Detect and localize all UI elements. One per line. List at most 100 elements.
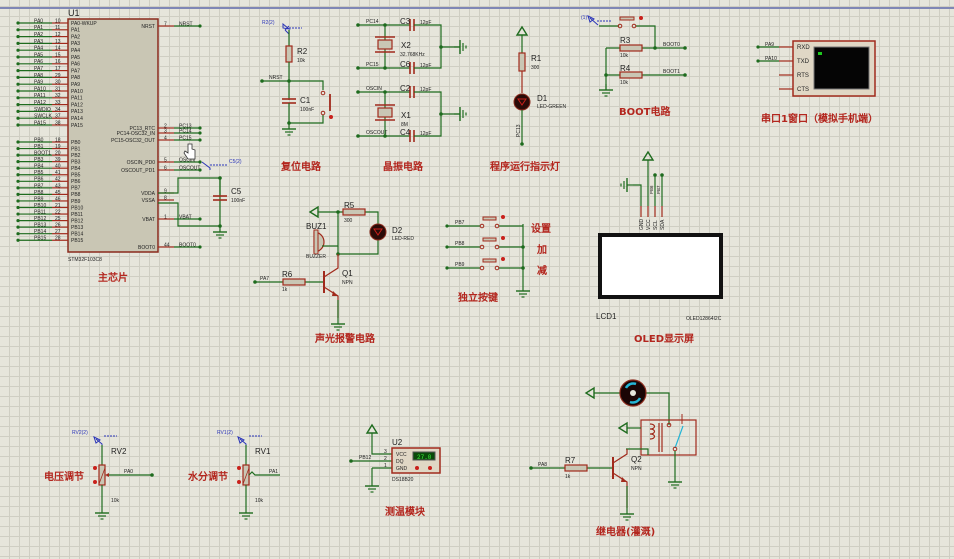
pin-terminal[interactable] bbox=[16, 109, 20, 113]
boot-circuit[interactable]: (1) R3 10k BOOT0 R4 10k BOOT1 BOOT电路 bbox=[581, 15, 687, 118]
pin-terminal[interactable] bbox=[16, 166, 20, 170]
r5-ref: R5 bbox=[344, 201, 355, 210]
pin-net-label: SWDIO bbox=[34, 107, 51, 113]
pin-terminal[interactable] bbox=[16, 179, 20, 183]
pin-terminal[interactable] bbox=[198, 138, 202, 142]
pin-terminal[interactable] bbox=[198, 168, 202, 172]
pin-terminal[interactable] bbox=[198, 131, 202, 135]
pin-terminal[interactable] bbox=[16, 75, 20, 79]
pin-terminal[interactable] bbox=[16, 41, 20, 46]
pin-number: 17 bbox=[55, 66, 61, 72]
pin-terminal[interactable] bbox=[16, 140, 20, 144]
alarm-circuit[interactable]: R5 300 D2 LED-RED BUZ1 BUZZER PA7 R6 1k … bbox=[253, 201, 414, 345]
pin-terminal[interactable] bbox=[16, 21, 20, 25]
pin-terminal[interactable] bbox=[16, 82, 20, 86]
mcu-title: 主芯片 bbox=[98, 271, 128, 284]
pin-terminal[interactable] bbox=[16, 238, 20, 242]
d1-ref: D1 bbox=[537, 94, 548, 103]
run-indicator-led[interactable]: R1 300 D1 LED-GREEN PC13 程序运行指示灯 bbox=[490, 26, 567, 173]
pin-terminal[interactable] bbox=[16, 186, 20, 190]
pin-terminal[interactable] bbox=[16, 69, 20, 73]
pin-terminal[interactable] bbox=[16, 123, 20, 127]
c2-ref: C2 bbox=[400, 84, 411, 93]
pin-terminal[interactable] bbox=[198, 245, 202, 249]
voltage-pot-rv2[interactable]: RV2(2) PA0 RV2 10k 电压调节 bbox=[44, 430, 154, 520]
pin-net-label: PB11 bbox=[34, 209, 46, 215]
rv2-value: 10k bbox=[111, 498, 120, 504]
pin-name: PB5 bbox=[71, 173, 81, 179]
pin-terminal[interactable] bbox=[198, 217, 202, 221]
pin-terminal[interactable] bbox=[16, 96, 20, 100]
pin-terminal[interactable] bbox=[16, 62, 20, 66]
pin-terminal[interactable] bbox=[16, 146, 20, 151]
key-terminal[interactable] bbox=[445, 245, 449, 249]
pin-net-label: PA7 bbox=[34, 66, 43, 72]
uart-terminal[interactable] bbox=[756, 45, 760, 49]
pin-terminal[interactable] bbox=[16, 89, 20, 93]
pin-number: 16 bbox=[55, 59, 61, 65]
pin-terminal[interactable] bbox=[16, 160, 20, 164]
oled-pin-scl: SCL bbox=[653, 220, 659, 230]
pin-terminal[interactable] bbox=[16, 55, 20, 59]
pin-terminal[interactable] bbox=[16, 205, 20, 210]
x2-net-b: PC15 bbox=[366, 62, 379, 68]
pin-net-label: PA11 bbox=[34, 93, 46, 99]
pin-terminal[interactable] bbox=[16, 116, 20, 120]
pin-net-label: PB3 bbox=[34, 157, 44, 163]
pin-terminal[interactable] bbox=[16, 103, 20, 107]
pin-terminal[interactable] bbox=[198, 160, 202, 164]
x2-value: 32.768KHz bbox=[400, 52, 425, 58]
u2-pin-dq: DQ bbox=[396, 459, 404, 465]
r2-ref: R2 bbox=[297, 47, 308, 56]
pin-number: 40 bbox=[55, 164, 61, 170]
key-terminal[interactable] bbox=[445, 266, 449, 270]
pin-terminal[interactable] bbox=[16, 28, 20, 32]
capacitor-c5[interactable]: C5 100nF C5(2) bbox=[158, 159, 245, 239]
rv1-net: PA1 bbox=[269, 469, 278, 475]
pin-terminal[interactable] bbox=[16, 192, 20, 196]
pin-terminal[interactable] bbox=[16, 199, 20, 203]
pin-terminal[interactable] bbox=[16, 153, 20, 157]
uart-pin-name: CTS bbox=[797, 87, 809, 93]
boot1-net: BOOT1 bbox=[663, 69, 680, 75]
pin-number: 32 bbox=[55, 93, 61, 99]
relay-circuit[interactable]: PA8 R7 1k Q2 NPN 继电器(灌溉) bbox=[529, 379, 697, 538]
moisture-pot-rv1[interactable]: RV1(2) PA1 RV1 10k 水分调节 bbox=[187, 430, 280, 520]
oled-display[interactable]: PB6 PB7 GND VCC SCL SDA LCD1 OLED12864I2… bbox=[596, 151, 723, 345]
pin-terminal[interactable] bbox=[16, 48, 20, 52]
pin-terminal[interactable] bbox=[16, 219, 20, 223]
pin-net-label: PA0 bbox=[34, 18, 43, 24]
crystal-circuit[interactable]: PC14 PC15 X2 32.768KHz C3 12pF C6 12pF O… bbox=[356, 17, 467, 173]
pin-number: 12 bbox=[55, 32, 61, 38]
pin-name: PA8 bbox=[71, 75, 80, 81]
uart-net: PA9 bbox=[765, 42, 774, 48]
pin-terminal[interactable] bbox=[16, 212, 20, 216]
pin-number: 41 bbox=[55, 170, 61, 176]
pin-terminal[interactable] bbox=[198, 24, 202, 28]
pin-terminal[interactable] bbox=[16, 232, 20, 236]
pin-name: VSSA bbox=[142, 198, 156, 204]
temp-sensor-u2[interactable]: PB12 U2 3 2 1 VCC DQ GND 27.0 DS18B20 测温… bbox=[349, 424, 441, 518]
key-terminal[interactable] bbox=[445, 224, 449, 228]
uart-terminal[interactable] bbox=[756, 59, 760, 63]
pin-terminal[interactable] bbox=[198, 126, 202, 130]
pin-name: PB7 bbox=[71, 186, 81, 192]
pin-terminal[interactable] bbox=[16, 173, 20, 177]
r3-ref: R3 bbox=[620, 36, 631, 45]
q2-value: NPN bbox=[631, 466, 642, 472]
reset-circuit[interactable]: R2(2) R2 10k NRST C1 100nF 复位电路 bbox=[260, 20, 333, 173]
pin-terminal[interactable] bbox=[16, 225, 20, 229]
pin-name: PA9 bbox=[71, 82, 80, 88]
r3-value: 10k bbox=[620, 53, 629, 59]
oled-pin-gnd: GND bbox=[639, 219, 645, 231]
uart-pin-name: RXD bbox=[797, 45, 810, 51]
pin-terminal[interactable] bbox=[16, 35, 20, 39]
oled-title: OLED显示屏 bbox=[634, 333, 694, 345]
